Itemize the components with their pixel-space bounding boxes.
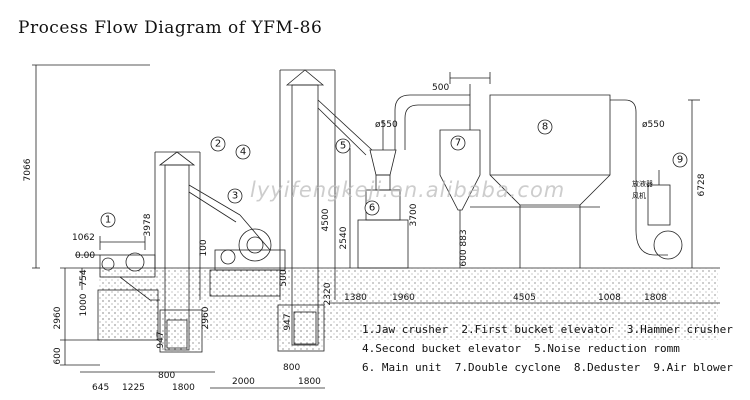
double-cyclone (394, 72, 491, 268)
legend-line-1: 1.Jaw crusher 2.First bucket elevator 3.… (362, 323, 733, 336)
legend-line-2: 4.Second bucket elevator 5.Noise reducti… (362, 342, 680, 355)
foundation-elevator1 (159, 309, 203, 353)
dim-2540: 2540 (339, 226, 349, 249)
marker-8: 8 (542, 122, 548, 133)
dim-3978: 3978 (143, 213, 153, 236)
dim-1000: 1000 (79, 293, 89, 316)
marker-5: 5 (340, 141, 346, 152)
dim-1380: 1380 (344, 293, 367, 303)
fan-label-a: 放液器 (632, 179, 653, 188)
dim-3700: 3700 (409, 203, 419, 226)
dim-754: 754 (79, 269, 89, 286)
marker-9: 9 (677, 155, 683, 166)
marker-3: 3 (232, 191, 238, 202)
deduster (470, 94, 637, 268)
number-markers (100, 119, 688, 228)
dim-1808: 1808 (644, 293, 667, 303)
fan-label-b: 风机 (632, 191, 646, 200)
first-bucket-elevator (154, 151, 241, 351)
dim-7066: 7066 (23, 158, 33, 181)
dim-883: 883 (459, 229, 469, 246)
diagram-title: Process Flow Diagram of YFM-86 (18, 18, 323, 38)
dim-1062: 1062 (72, 233, 95, 243)
foundation-hammer (209, 269, 281, 297)
marker-4: 4 (240, 147, 246, 158)
foundation-jaw (97, 289, 159, 341)
dim-1960: 1960 (392, 293, 415, 303)
marker-1: 1 (105, 215, 111, 226)
dim-4505: 4505 (513, 293, 536, 303)
second-bucket-elevator (279, 69, 373, 346)
marker-6: 6 (369, 203, 375, 214)
dim-100: 100 (199, 239, 209, 256)
dim-500: 500 (279, 269, 289, 286)
dim-2960-mid: 2960 (201, 306, 211, 329)
dim-550-left: ø550 (375, 120, 398, 130)
dim-1800-a: 1800 (172, 383, 195, 393)
dim-1008: 1008 (598, 293, 621, 303)
dim-6728: 6728 (697, 173, 707, 196)
dim-550-right: ø550 (642, 120, 665, 130)
dim-600-left: 600 (53, 347, 63, 364)
dim-947-b: 947 (283, 313, 293, 330)
dim-947-a: 947 (156, 331, 166, 348)
air-blower (635, 170, 683, 260)
marker-2: 2 (215, 139, 221, 150)
dim-600-right: 600 (459, 249, 469, 266)
watermark: lyyifengkeji.en.alibaba.com (250, 178, 566, 202)
hammer-crusher (214, 214, 286, 271)
marker-7: 7 (455, 138, 461, 149)
dim-1225: 1225 (122, 383, 145, 393)
dim-2960-left: 2960 (53, 306, 63, 329)
dim-2320: 2320 (323, 282, 333, 305)
dim-0-00: 0.00 (75, 251, 95, 261)
dim-645: 645 (92, 383, 109, 393)
dim-800-a: 800 (158, 371, 175, 381)
dim-800-b: 800 (283, 363, 300, 373)
dim-2000: 2000 (232, 377, 255, 387)
dim-4500: 4500 (321, 208, 331, 231)
dim-500-top: 500 (432, 83, 449, 93)
legend-line-3: 6. Main unit 7.Double cyclone 8.Deduster… (362, 361, 733, 374)
dim-1800-b: 1800 (298, 377, 321, 387)
